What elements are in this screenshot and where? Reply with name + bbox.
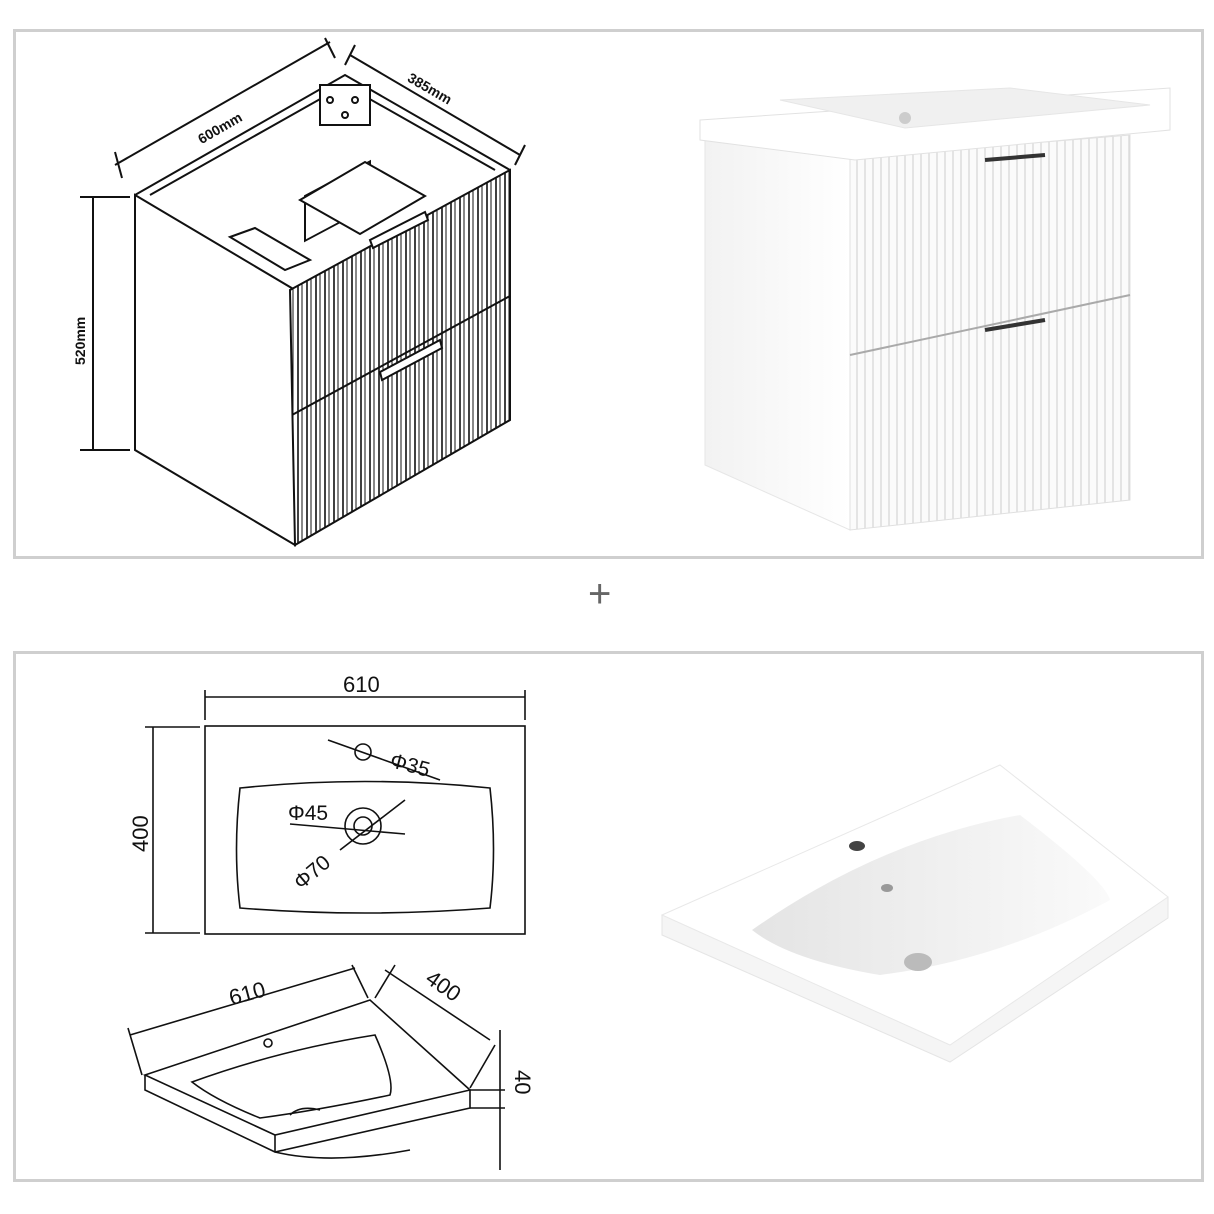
basin-product-image <box>660 764 1169 1063</box>
cabinet-height-label: 520mm <box>72 317 88 365</box>
drain-inner-label: Φ45 <box>288 802 328 825</box>
basin-top-view-drawing <box>145 690 526 935</box>
iso-thickness-label: 40 <box>510 1070 535 1094</box>
basin-iso-drawing <box>127 964 505 1170</box>
drain-outer-label: Φ70 <box>290 851 336 894</box>
plus-separator: + <box>588 572 612 616</box>
basin-depth-label: 400 <box>128 815 153 852</box>
iso-width-label: 610 <box>226 977 268 1011</box>
iso-depth-label: 400 <box>421 965 465 1007</box>
cabinet-product-image <box>699 87 1171 531</box>
tap-hole-label: Φ35 <box>388 749 433 782</box>
cabinet-line-drawing <box>80 37 526 547</box>
basin-width-label: 610 <box>343 672 380 697</box>
